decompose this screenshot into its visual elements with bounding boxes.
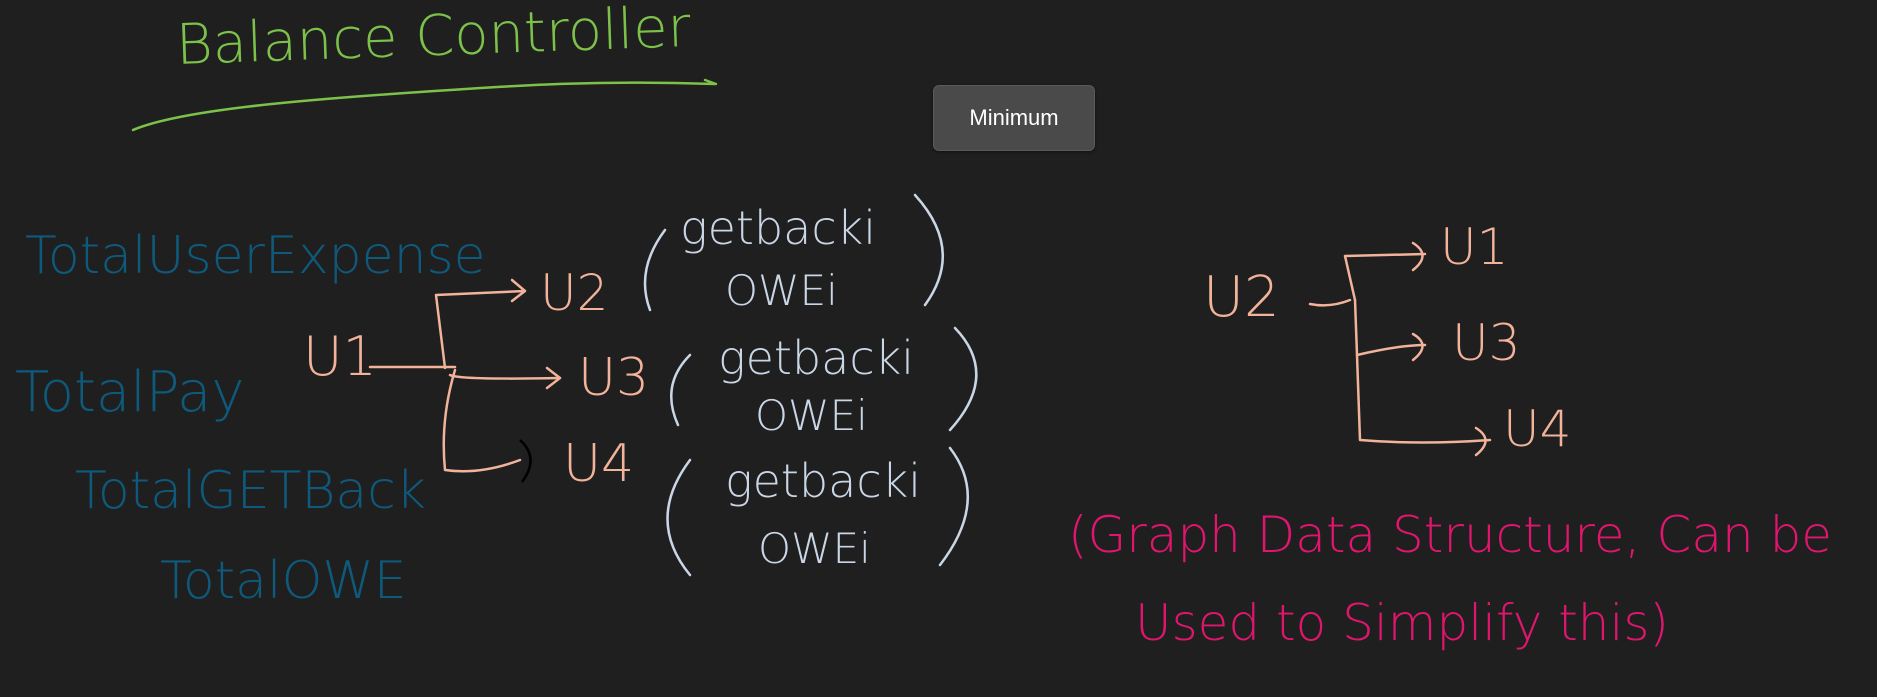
- left-target-u4: U4: [563, 434, 635, 494]
- arrow-u2-stem: [1308, 298, 1352, 307]
- entry-brackets: [643, 193, 978, 577]
- total-pay: TotalPay: [15, 360, 245, 425]
- left-source-u1: U1: [303, 325, 377, 388]
- bracket-close-3: [938, 446, 969, 567]
- right-graph-arrows: [1308, 241, 1492, 457]
- total-getback: TotalGETBack: [75, 461, 426, 521]
- left-graph-arrows: [368, 278, 562, 473]
- entry-3-getback: getbacki: [725, 454, 922, 508]
- minimum-button[interactable]: Minimum: [933, 85, 1095, 151]
- arrow-to-u2: [434, 289, 527, 370]
- arrow-head-r-u3: [1411, 332, 1424, 362]
- entry-1-owe: OWEi: [725, 266, 838, 315]
- bracket-open-2: [670, 353, 692, 427]
- left-target-u2: U2: [540, 264, 609, 322]
- arrow-to-r-u1: [1343, 252, 1427, 302]
- right-target-u1: U1: [1440, 218, 1509, 276]
- bracket-close-2: [948, 326, 978, 432]
- total-owe: TotalOWE: [160, 551, 407, 611]
- arrow-head-u2: [510, 278, 527, 303]
- arrow-head-u3: [545, 366, 562, 390]
- entry-2-getback: getbacki: [718, 331, 915, 385]
- bracket-close-1: [913, 193, 944, 307]
- right-source-u2: U2: [1203, 265, 1280, 330]
- bracket-open-1: [643, 228, 667, 312]
- left-target-u3: U3: [578, 348, 650, 408]
- total-user-expense: TotalUserExpense: [25, 226, 486, 286]
- arrow-head-r-u4: [1474, 426, 1487, 457]
- entry-3-owe: OWEi: [758, 524, 871, 573]
- arrow-head-u4: [519, 439, 532, 483]
- note-line-2: Used to Simplify this): [1135, 594, 1669, 652]
- entry-1-getback: getbacki: [680, 201, 877, 255]
- title-underline: [131, 78, 718, 132]
- bracket-open-3: [666, 458, 692, 577]
- entry-2-owe: OWEi: [755, 391, 868, 440]
- right-target-u4: U4: [1503, 400, 1572, 458]
- note-line-1: (Graph Data Structure, Can be: [1068, 506, 1833, 564]
- arrow-to-u3: [448, 373, 562, 380]
- arrow-to-u4: [442, 368, 522, 473]
- arrow-head-r-u1: [1411, 241, 1424, 272]
- arrow-to-r-u4: [1355, 353, 1492, 444]
- right-target-u3: U3: [1452, 314, 1521, 372]
- arrow-to-r-u3: [1353, 298, 1427, 357]
